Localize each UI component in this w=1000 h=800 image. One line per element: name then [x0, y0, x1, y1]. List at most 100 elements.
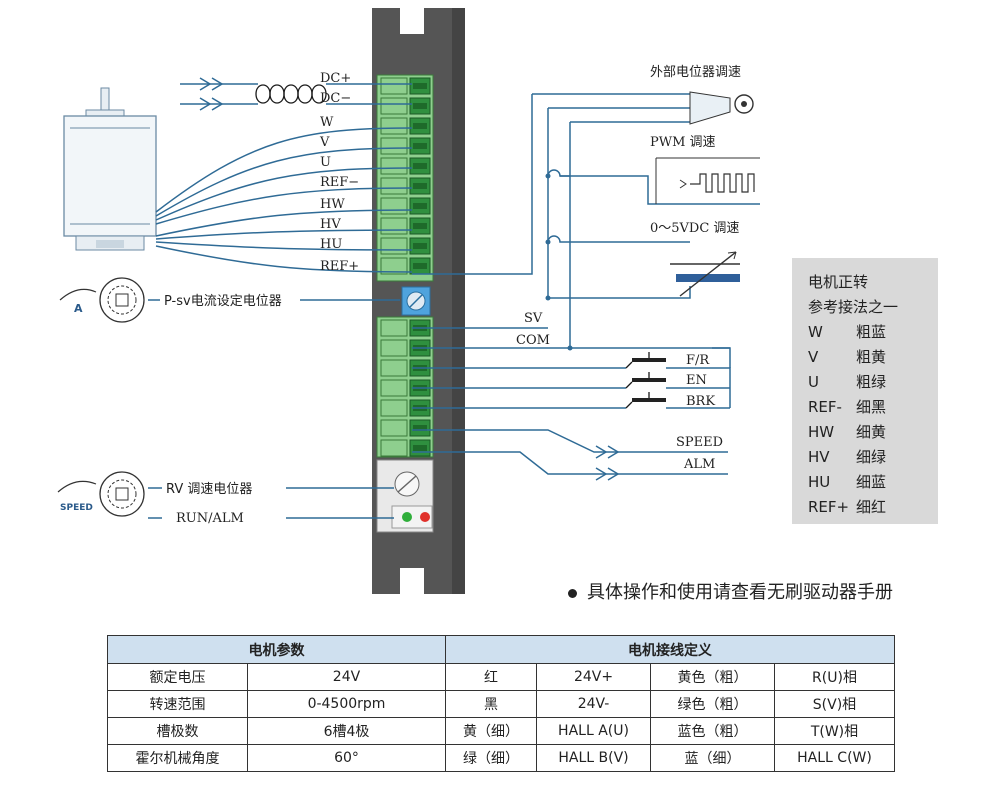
psv-potentiometer-icon[interactable]	[401, 286, 431, 316]
table-cell: 24V+	[536, 663, 651, 691]
pwm-label: PWM 调速	[650, 135, 716, 150]
table-cell: HALL B(V)	[536, 744, 651, 772]
motor-terminal-labels: W V U REF− HW HV HU REF+	[319, 115, 359, 274]
terminal-slot	[413, 223, 427, 229]
motor-wires	[155, 127, 413, 273]
terminal-screw	[380, 117, 408, 135]
legend-item-code: W	[808, 323, 823, 341]
legend-item-code: HV	[808, 448, 830, 466]
label-dc-minus: DC−	[320, 91, 351, 106]
legend-item: W 粗蓝	[808, 320, 938, 345]
pwm-signal-icon	[655, 157, 760, 204]
terminal-screw	[380, 257, 408, 275]
table-cell: 蓝色（粗）	[650, 717, 775, 745]
header-wiring-definition: 电机接线定义	[445, 635, 895, 664]
table-cell: 蓝（细）	[650, 744, 775, 772]
legend-item-color: 细蓝	[856, 473, 887, 491]
terminal-slot	[413, 425, 427, 431]
table-cell: 6槽4极	[247, 717, 446, 745]
legend-item-code: V	[808, 348, 819, 366]
current-knob-icon: A	[59, 277, 145, 323]
switch-label-en: EN	[686, 373, 707, 388]
terminal-screw	[380, 399, 408, 417]
legend-item-code: REF-	[808, 398, 842, 416]
terminal-screw	[380, 197, 408, 215]
legend-item: HU 细蓝	[808, 470, 938, 495]
switch-label-brk: BRK	[686, 394, 715, 409]
label-hv: HV	[320, 217, 341, 232]
legend-item: REF+细红	[808, 495, 938, 520]
table-cell: 绿（细）	[445, 744, 537, 772]
table-cell: 24V	[247, 663, 446, 691]
switch-label-fr: F/R	[686, 353, 710, 368]
terminal-slot	[413, 143, 427, 149]
table-cell: 黄色（粗）	[650, 663, 775, 691]
com-label: COM	[516, 333, 550, 348]
legend-item-code: HU	[808, 473, 831, 491]
label-hu: HU	[320, 237, 342, 252]
terminal-screw	[380, 97, 408, 115]
vdc-label: 0～5VDC 调速	[650, 221, 739, 236]
table-cell: 60°	[247, 744, 446, 772]
ext-pot-label: 外部电位器调速	[650, 65, 741, 80]
table-cell: HALL A(U)	[536, 717, 651, 745]
terminal-screw	[380, 439, 408, 457]
terminal-slot	[413, 445, 427, 451]
wiring-diagram: DC+ DC− W V U REF− HW HV HU REF+ A P-sv电…	[57, 8, 760, 594]
terminal-screw	[380, 217, 408, 235]
table-cell: 绿色（粗）	[650, 690, 775, 718]
legend-item-color: 粗绿	[856, 373, 887, 391]
terminal-slot	[413, 263, 427, 269]
control-wiring	[412, 93, 760, 351]
table-cell: 24V-	[536, 690, 651, 718]
output-wiring	[412, 429, 728, 481]
label-v: V	[319, 135, 330, 150]
terminal-screw	[380, 359, 408, 377]
table-cell: S(V)相	[774, 690, 895, 718]
table-cell: 黄（细）	[445, 717, 537, 745]
legend-item-code: HW	[808, 423, 835, 441]
label-ref-plus: REF+	[320, 259, 359, 274]
terminal-slot	[413, 163, 427, 169]
table-cell: 霍尔机械角度	[107, 744, 248, 772]
table-cell: 转速范围	[107, 690, 248, 718]
legend-item-color: 细红	[856, 498, 887, 516]
terminal-slot	[413, 103, 427, 109]
legend-title-line: 电机正转	[808, 273, 869, 291]
table-header-row: 电机参数 电机接线定义	[107, 635, 895, 664]
terminal-screw	[380, 177, 408, 195]
variable-voltage-icon	[670, 251, 740, 297]
label-ref-minus: REF−	[320, 175, 359, 190]
terminal-slot	[413, 83, 427, 89]
psv-label: P-sv电流设定电位器	[164, 294, 282, 309]
table-cell: 0-4500rpm	[247, 690, 446, 718]
table-cell: HALL C(W)	[774, 744, 895, 772]
motor-icon	[63, 87, 157, 251]
terminal-screw	[380, 319, 408, 337]
switch-wiring	[412, 347, 731, 409]
terminal-slot	[413, 123, 427, 129]
label-hw: HW	[320, 197, 345, 212]
legend-title-line: 参考接法之一	[808, 298, 899, 316]
table-cell: R(U)相	[774, 663, 895, 691]
legend-item: REF-细黑	[808, 395, 938, 420]
legend-item-color: 粗蓝	[856, 323, 887, 341]
manual-note: 具体操作和使用请查看无刷驱动器手册	[568, 578, 893, 604]
table-cell: T(W)相	[774, 717, 895, 745]
power-input-wires	[180, 77, 412, 111]
terminal-block-top	[380, 77, 431, 275]
table-cell: 黑	[445, 690, 537, 718]
terminal-slot	[413, 243, 427, 249]
label-dc-plus: DC+	[320, 71, 351, 86]
